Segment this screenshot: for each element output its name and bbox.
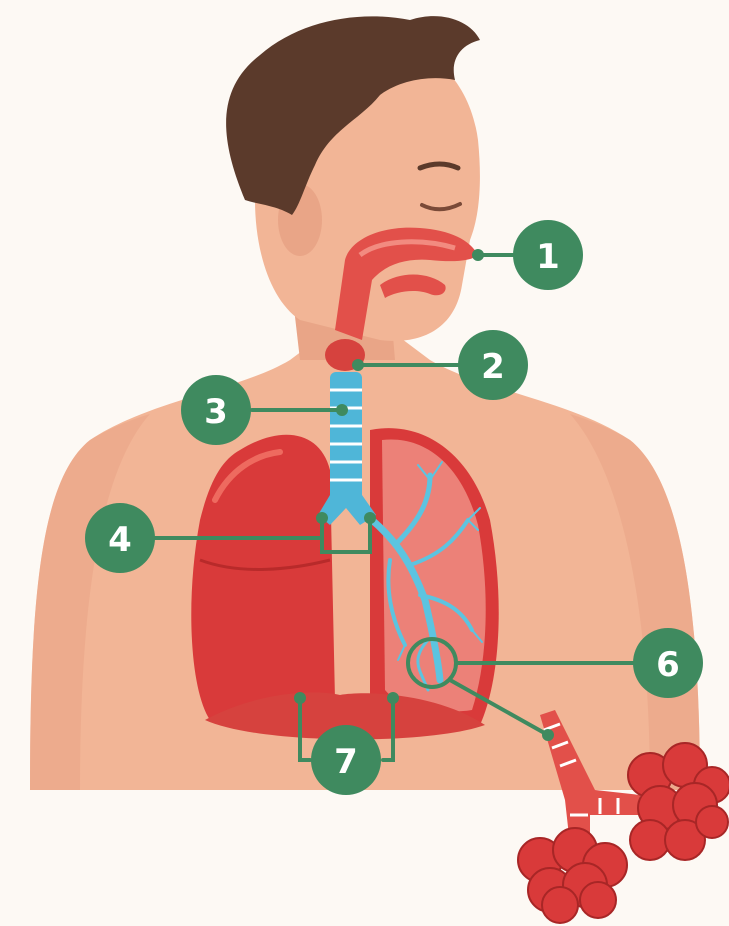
callout-7: 7 [311,725,381,795]
callout-number: 6 [656,645,680,685]
callout-number: 3 [204,392,228,432]
callout-number: 4 [108,520,132,560]
callout-6: 6 [633,628,703,698]
callout-number: 7 [334,742,358,782]
alveoli-lower [518,828,627,923]
callout-1: 1 [513,220,583,290]
callout-2: 2 [458,330,528,400]
callout-4: 4 [85,503,155,573]
human-torso-icon [30,16,700,790]
callout-number: 1 [536,237,560,277]
callout-3: 3 [181,375,251,445]
alveoli-right [628,743,729,860]
callout-number: 2 [481,347,505,387]
